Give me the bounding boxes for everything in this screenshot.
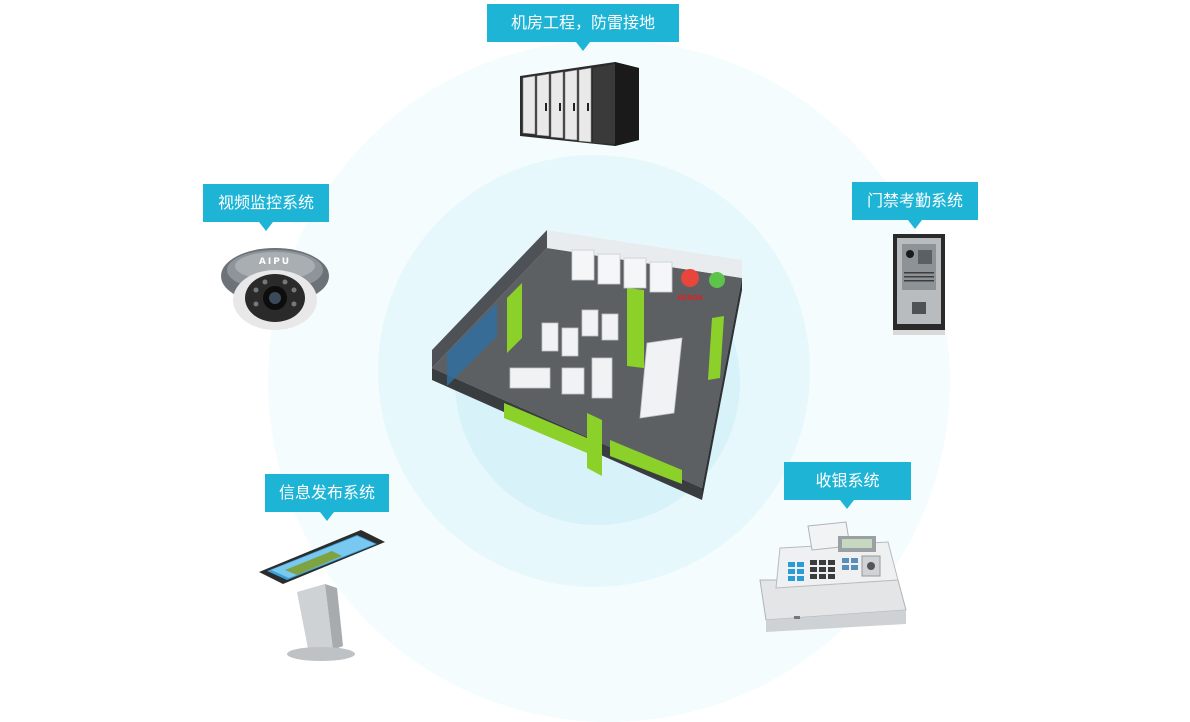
cash-register-label: 收银系统 [784, 462, 911, 509]
cash-register-icon [758, 520, 908, 632]
video-surveillance-label: 视频监控系统 [203, 184, 329, 231]
store-floorplan-illustration: XEROX [412, 228, 762, 500]
access-control-label: 门禁考勤系统 [852, 182, 978, 229]
kiosk-display-icon [257, 530, 387, 666]
store-logo-text: XEROX [677, 294, 704, 302]
dome-camera-icon: AIPU [220, 240, 332, 332]
camera-brand-text: AIPU [259, 257, 291, 267]
server-rack-icon [515, 58, 643, 148]
door-intercom-icon [890, 232, 950, 336]
server-room-label: 机房工程，防雷接地 [487, 4, 679, 51]
info-release-label: 信息发布系统 [265, 474, 389, 521]
